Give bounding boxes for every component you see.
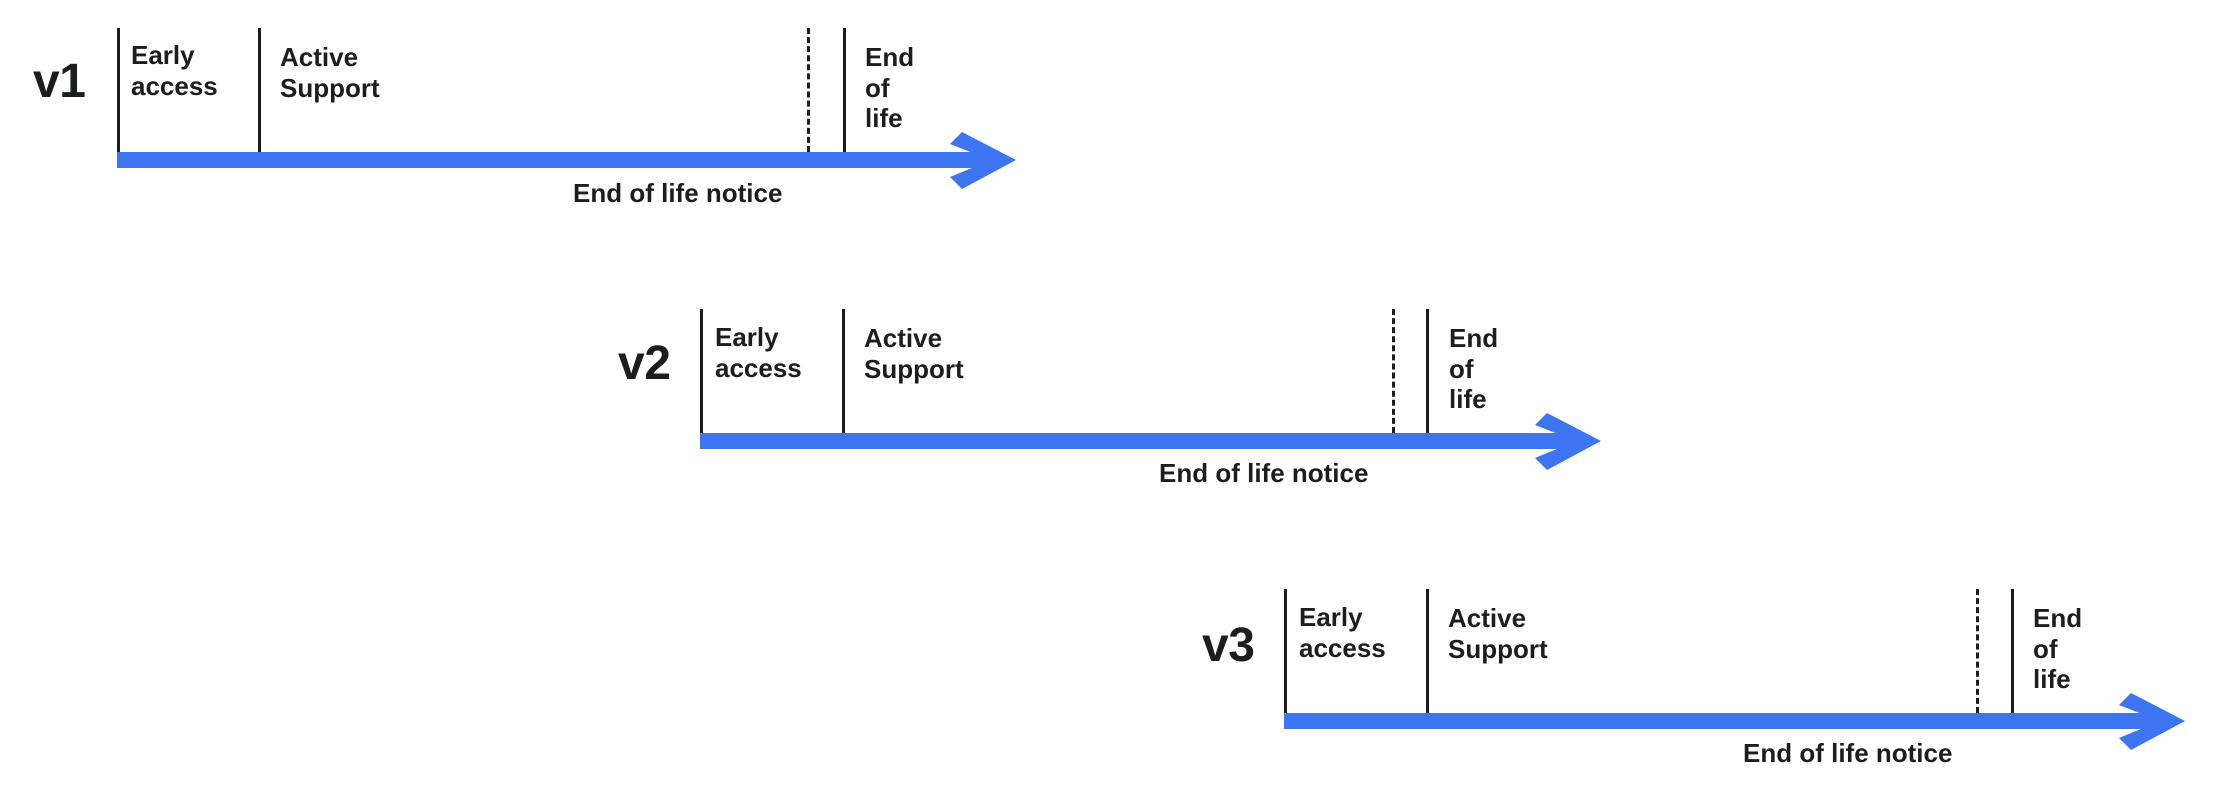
timeline-bar-v3 [1284,713,2166,729]
tick-early-access-end-v1 [258,28,261,152]
phase-label-early-access-v2: Early access [715,322,802,383]
tick-end-of-life-notice-v2 [1392,309,1395,433]
timeline-arrow-head-v2 [1535,413,1601,470]
timeline-arrow-head-v1 [950,132,1016,189]
phase-label-active-support-v3: Active Support [1448,603,1548,664]
tick-end-of-life-start-v1 [843,28,846,152]
tick-timeline-start-v1 [117,28,120,152]
phase-label-end-of-life-v2: End of life [1449,323,1499,415]
tick-early-access-end-v3 [1426,589,1429,713]
phase-label-end-of-life-v1: End of life [865,42,915,134]
tick-end-of-life-notice-v1 [807,28,810,152]
version-label-v2: v2 [618,337,671,390]
tick-end-of-life-start-v2 [1426,309,1429,433]
phase-label-active-support-v1: Active Support [280,42,380,103]
end-of-life-notice-label-v3: End of life notice [1743,738,1953,768]
version-label-v3: v3 [1202,619,1255,672]
phase-label-early-access-v1: Early access [131,40,218,101]
timeline-arrow-head-v3 [2119,693,2185,750]
timeline-bar-v2 [700,433,1585,449]
tick-early-access-end-v2 [842,309,845,433]
phase-label-early-access-v3: Early access [1299,602,1386,663]
timeline-bar-v1 [117,152,997,168]
tick-end-of-life-start-v3 [2011,589,2014,713]
end-of-life-notice-label-v1: End of life notice [573,178,783,208]
phase-label-active-support-v2: Active Support [864,323,964,384]
tick-timeline-start-v2 [700,309,703,433]
tick-timeline-start-v3 [1284,589,1287,713]
version-label-v1: v1 [33,55,86,108]
end-of-life-notice-label-v2: End of life notice [1159,458,1369,488]
phase-label-end-of-life-v3: End of life [2033,603,2083,695]
tick-end-of-life-notice-v3 [1976,589,1979,713]
